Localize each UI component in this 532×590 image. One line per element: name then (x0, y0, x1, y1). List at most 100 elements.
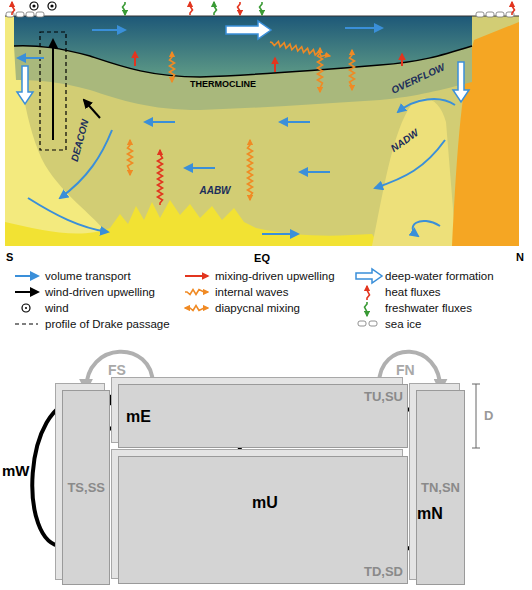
volume-transport (262, 233, 298, 235)
legend-text: heat fluxes (385, 286, 441, 298)
volume-transport (398, 99, 455, 112)
legend-sample (365, 302, 368, 316)
legend-samples (185, 275, 208, 277)
legend-text: freshwater fluxes (385, 302, 472, 314)
legend-text: wind (45, 302, 69, 314)
volume-transport (18, 57, 44, 59)
heat-flux (512, 2, 515, 15)
legend-text: volume transport (45, 270, 131, 282)
sea-ice (16, 12, 24, 17)
volume-transport (280, 121, 310, 123)
flow-label: FN (396, 362, 415, 378)
sea-ice (26, 12, 34, 17)
diapycnal-mixing (128, 140, 133, 175)
sea-floor-ridge (5, 200, 380, 246)
wind-symbols (30, 2, 56, 10)
legend-text: mixing-driven upwelling (215, 270, 335, 282)
sea-ice (486, 12, 494, 17)
legend-samples (356, 269, 382, 283)
heat-flux (238, 2, 241, 15)
annotation-label: N (516, 251, 524, 263)
flow-label: mE (126, 408, 151, 426)
legend-samples (358, 321, 366, 326)
mixing-driven-upwelling (274, 58, 276, 72)
volume-transport (18, 28, 455, 236)
wind-symbols (33, 5, 35, 7)
annotation-label: AABW (199, 185, 230, 196)
deep-water (5, 16, 519, 246)
sea-ice (496, 12, 504, 17)
diapycnal-mixing (170, 52, 175, 82)
annotation-label: THERMOCLINE (190, 79, 256, 89)
legend-samples (25, 307, 27, 309)
legend-text: profile of Drake passage (45, 318, 170, 330)
wind-symbols (30, 2, 38, 10)
freshwater-flux (214, 2, 217, 15)
box-label: TD,SD (364, 564, 403, 579)
box: TS,SS (62, 390, 110, 585)
volume-transport (345, 27, 382, 29)
legend-text: wind-driven upwelling (45, 286, 155, 298)
volume-transport (413, 221, 440, 236)
deep-water-formation (226, 21, 271, 39)
overflow-sill (372, 98, 456, 246)
mixing-driven-upwelling (134, 52, 136, 66)
deep-water-formation (453, 62, 469, 102)
diapycnal-mixing (350, 50, 355, 90)
sea-ice (476, 12, 484, 17)
volume-transport (300, 171, 330, 173)
freshwater-flux (260, 2, 263, 15)
depth-bracket (472, 384, 480, 448)
annotation-label: S (6, 251, 13, 263)
diapycnal-mixing (248, 140, 253, 200)
legend-samples (369, 321, 377, 326)
volume-transport (145, 121, 175, 123)
box: TU,SU (118, 384, 408, 448)
flow-label: mN (417, 505, 443, 523)
annotation-label: EQ (254, 252, 270, 264)
box-label: TS,SS (67, 480, 105, 495)
deep-water-formation (17, 21, 469, 104)
volume-transport (28, 198, 108, 232)
heat-flux (12, 2, 15, 15)
flow-label: mU (252, 494, 278, 512)
legend-text: internal waves (215, 286, 289, 298)
legend-samples (15, 275, 38, 277)
thermocline-line (14, 46, 472, 77)
legend-text: deep-water formation (385, 270, 494, 282)
legend-samples (15, 269, 382, 326)
ocean-section (5, 16, 519, 246)
box-label: TU,SU (364, 389, 403, 404)
mixing-driven-upwelling (401, 54, 403, 66)
upper-ocean (14, 16, 472, 77)
internal-wave (158, 150, 163, 205)
heat-flux (190, 2, 193, 15)
freshwater-flux (123, 2, 126, 15)
legend-samples (15, 323, 38, 324)
sea-ice (36, 12, 44, 17)
box-label: TN,SN (421, 480, 460, 495)
drake-passage-profile (40, 32, 66, 150)
sea-surface (5, 16, 519, 17)
depth-bracket (472, 384, 480, 448)
volume-transport (185, 167, 215, 169)
legend-text: diapycnal mixing (215, 302, 300, 314)
legend-samples (22, 304, 30, 312)
flow-label: mW (2, 462, 30, 479)
sea-ice (6, 12, 514, 17)
box: TD,SD (118, 456, 408, 584)
legend-text: sea ice (385, 318, 421, 330)
wind-driven-upwelling (53, 40, 100, 140)
legend-sample (185, 306, 208, 311)
internal-wave (270, 41, 330, 56)
annotation-label: D (484, 408, 493, 423)
volume-transport (375, 140, 445, 188)
volume-transport (60, 130, 112, 198)
legend-sample (185, 290, 208, 295)
box: TN,SN (416, 390, 465, 585)
volume-transport (92, 29, 125, 31)
flow-label: FS (108, 362, 126, 378)
deep-water-formation (17, 66, 33, 104)
legend-sample (367, 286, 370, 300)
